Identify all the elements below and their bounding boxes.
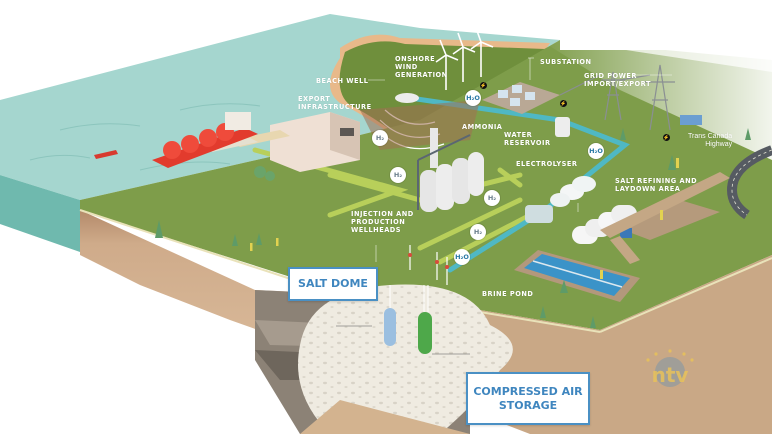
wind-turbines: [435, 27, 494, 90]
power-icon: ⚡: [480, 82, 487, 89]
electrolyser: [525, 176, 596, 223]
water-badge: H₂O: [465, 90, 481, 106]
hydrogen-badge: H₂: [470, 224, 486, 240]
stars-icon: [646, 349, 694, 362]
substation: [482, 82, 560, 114]
water-reservoir: [555, 117, 570, 137]
label-salt-refining-laydown: Salt Refining and Laydown Area: [615, 177, 698, 193]
cavern-blue: [384, 308, 396, 346]
water-badge: H₂O: [588, 143, 604, 159]
label-water-reservoir: Water Reservoir: [504, 131, 551, 147]
brine-pond: [524, 254, 630, 296]
power-icon: ⚡: [560, 100, 567, 107]
power-icon: ⚡: [663, 134, 670, 141]
logo-text: ntv: [652, 363, 689, 387]
cavern-green: [418, 312, 432, 354]
label-brine-pond: Brine Pond: [482, 290, 534, 298]
water-pipes: [407, 95, 630, 273]
label-ammonia: Ammonia: [462, 123, 503, 131]
soil-front-left: [80, 210, 300, 345]
tug-boat: [94, 150, 118, 159]
ntv-logo: ntv: [646, 349, 694, 387]
callout-salt-dome: SALT DOME: [288, 267, 378, 301]
wellheads: [409, 245, 448, 285]
grid-pylons: [559, 64, 675, 131]
label-export-infrastructure: Export Infrastructure: [298, 95, 372, 111]
hydrogen-badge: H₂: [390, 167, 406, 183]
label-beach-well: Beach Well: [316, 77, 369, 85]
hydrogen-badge: H₂: [372, 130, 388, 146]
trees: [155, 128, 751, 328]
lng-ship: [152, 112, 258, 168]
callout-compressed-air-storage: COMPRESSED AIR STORAGE: [466, 372, 590, 425]
label-injection-production-wellheads: Injection and Production Wellheads: [351, 210, 414, 234]
label-electrolyser: Electrolyser: [516, 160, 578, 168]
label-onshore-wind-generation: Onshore Wind Generation: [395, 55, 448, 79]
water-badge: H₂O: [454, 249, 470, 265]
label-substation: Substation: [540, 58, 592, 66]
label-trans-canada-highway: Trans Canada Highway: [688, 133, 733, 148]
dirt-road: [600, 172, 730, 238]
hydrogen-badge: H₂: [484, 190, 500, 206]
label-grid-power-import-export: Grid Power Import/Export: [584, 72, 651, 88]
bollards: [250, 158, 679, 279]
control-box: [680, 115, 702, 125]
ammonia-plant: [417, 128, 484, 212]
beach-well: [395, 93, 419, 103]
sea-edge: [0, 175, 80, 252]
globe-icon: [655, 357, 685, 387]
salt-dome: [298, 284, 513, 434]
